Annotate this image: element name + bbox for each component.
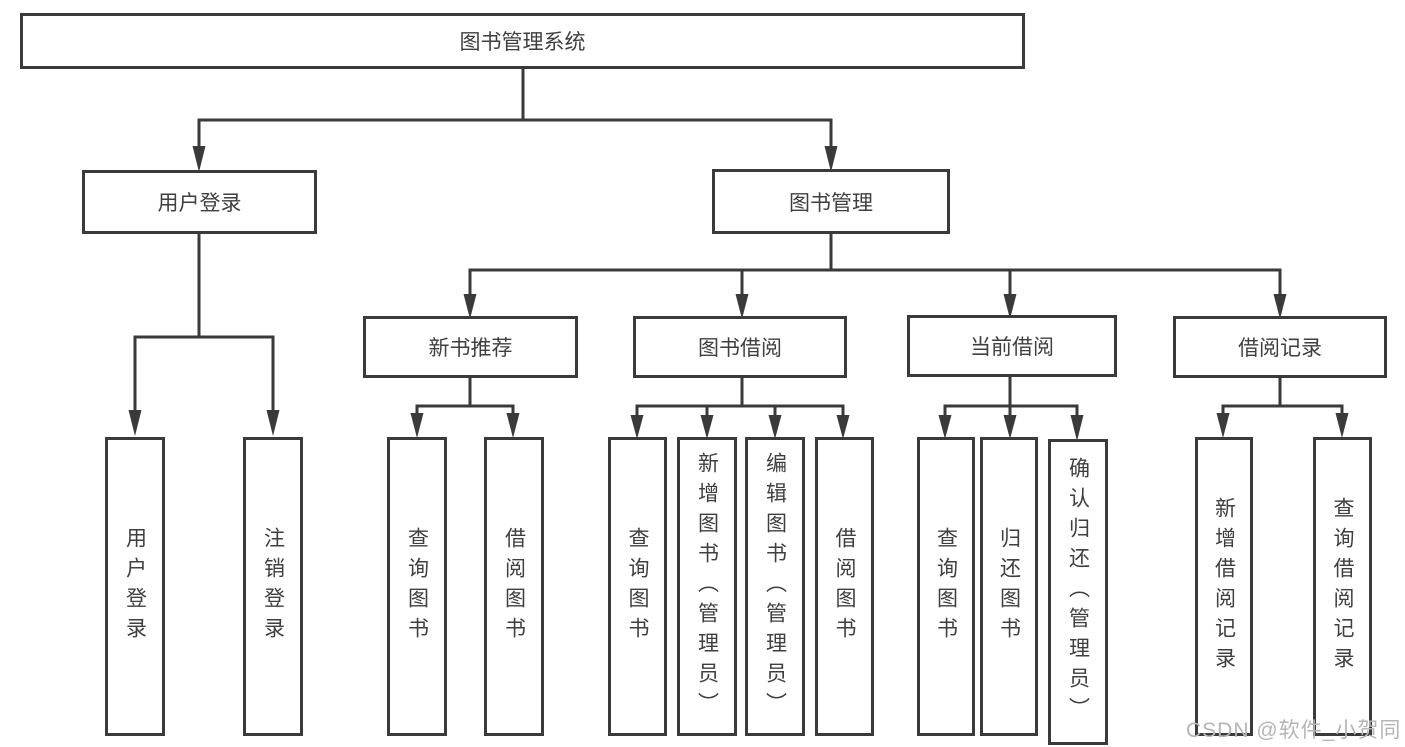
leaf-return-book: 归还图书: [980, 437, 1038, 736]
node-user-login: 用户登录: [82, 170, 317, 234]
node-new-book-recommend: 新书推荐: [363, 316, 578, 378]
leaf-add-book-admin: 新增图书（管理员）: [677, 437, 737, 736]
leaf-edit-book-admin: 编辑图书（管理员）: [745, 437, 805, 736]
leaf-logout: 注销登录: [243, 437, 303, 736]
leaf-query-books-current: 查询图书: [917, 437, 975, 736]
leaf-query-books-borrow: 查询图书: [608, 437, 667, 736]
leaf-query-borrow-record: 查询借阅记录: [1313, 437, 1372, 736]
leaf-user-login: 用户登录: [105, 437, 165, 736]
leaf-borrow-books: 借阅图书: [815, 437, 874, 736]
node-current-borrow: 当前借阅: [907, 315, 1117, 377]
node-borrow-records: 借阅记录: [1173, 316, 1387, 378]
arrowheads: [128, 146, 1349, 441]
leaf-confirm-return-admin: 确认归还（管理员）: [1048, 439, 1108, 745]
leaf-query-books-recommend: 查询图书: [387, 437, 447, 736]
leaf-borrow-books-recommend: 借阅图书: [484, 437, 544, 736]
node-book-management: 图书管理: [712, 169, 950, 234]
leaf-add-borrow-record: 新增借阅记录: [1195, 437, 1253, 736]
node-root: 图书管理系统: [20, 13, 1025, 69]
node-book-borrow: 图书借阅: [633, 316, 847, 378]
